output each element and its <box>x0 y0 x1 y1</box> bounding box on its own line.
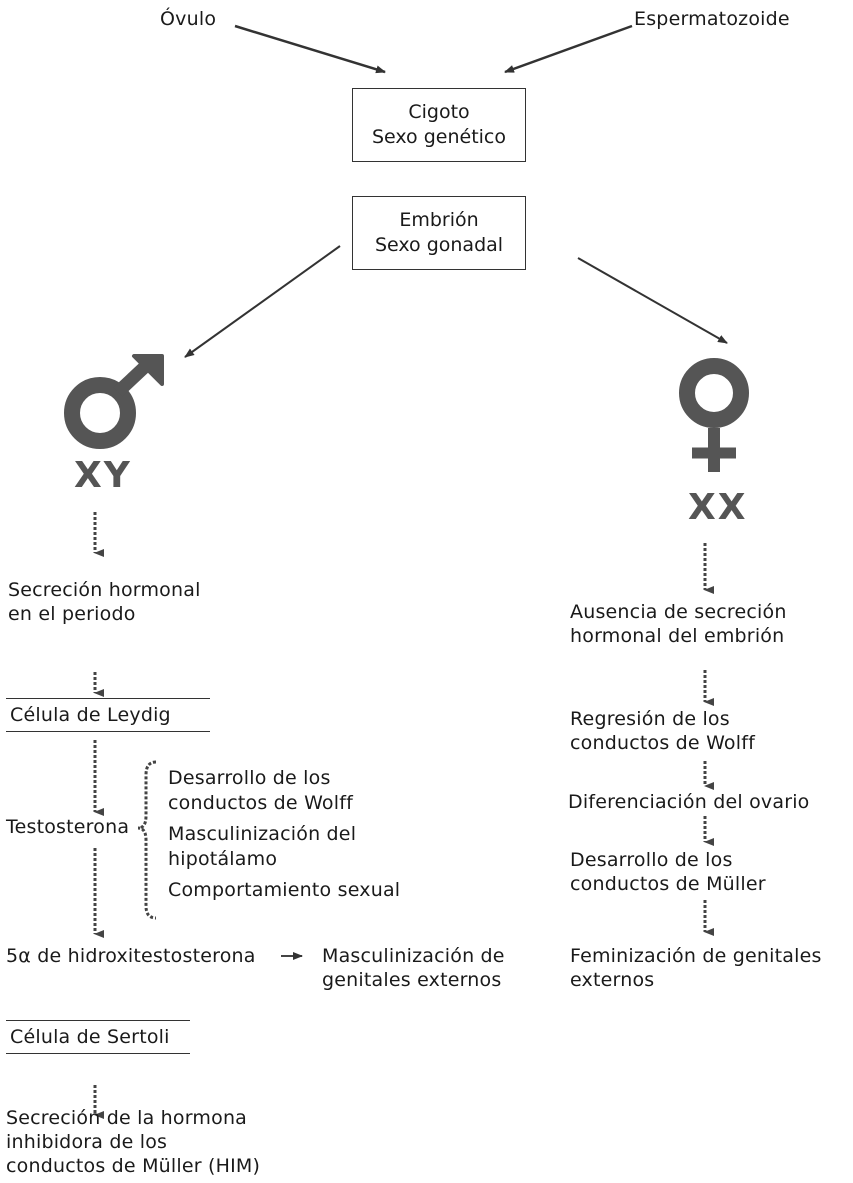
effect-desarrollo-wolff-2: conductos de Wolff <box>168 792 354 814</box>
muller-line-2: conductos de Müller <box>570 873 766 895</box>
xx-chromosomes-label: XX <box>688 487 748 528</box>
him-line-3: conductos de Müller (HIM) <box>6 1155 261 1177</box>
celula-leydig-label: Célula de Leydig <box>6 698 210 732</box>
arrow-embrion-to-female <box>577 257 728 344</box>
female-symbol-icon <box>679 358 749 472</box>
effect-masculinizacion-1: Masculinización del <box>168 823 357 845</box>
testosterona-effects-list: Desarrollo de los conductos de Wolff Mas… <box>168 766 400 903</box>
arrow-embrion-to-male <box>184 245 341 358</box>
masculinizacion-line-2: genitales externos <box>322 969 502 991</box>
cigoto-box: Cigoto Sexo genético <box>352 88 526 162</box>
espermatozoide-label: Espermatozoide <box>634 8 790 30</box>
embrion-box: Embrión Sexo gonadal <box>352 196 526 270</box>
him-line-1: Secreción de la hormona <box>6 1107 248 1129</box>
sexo-genetico-label: Sexo genético <box>371 126 507 148</box>
secrecion-hormonal-label: Secreción hormonal en el periodo <box>8 578 201 626</box>
desarrollo-muller-label: Desarrollo de los conductos de Müller <box>570 848 766 896</box>
ausencia-secrecion-label: Ausencia de secreción hormonal del embri… <box>570 600 787 648</box>
embrion-label: Embrión <box>399 209 479 231</box>
effect-masculinizacion-2: hipotálamo <box>168 848 278 870</box>
effect-desarrollo-wolff-1: Desarrollo de los <box>168 767 331 789</box>
celula-sertoli-label: Célula de Sertoli <box>6 1020 190 1054</box>
male-symbol-icon <box>64 354 164 449</box>
feminizacion-line-2: externos <box>570 969 655 991</box>
arrow-ovulo-to-cigoto <box>234 24 386 74</box>
ausencia-line-2: hormonal del embrión <box>570 625 785 647</box>
feminizacion-line-1: Feminización de genitales <box>570 945 822 967</box>
regresion-line-1: Regresión de los <box>570 708 730 730</box>
ovulo-label: Óvulo <box>160 8 217 30</box>
muller-line-1: Desarrollo de los <box>570 849 733 871</box>
xy-chromosomes-label: XY <box>74 455 132 496</box>
regresion-line-2: conductos de Wolff <box>570 732 756 754</box>
sexo-gonadal-label: Sexo gonadal <box>374 234 504 256</box>
diferenciacion-ovario-label: Diferenciación del ovario <box>568 791 810 813</box>
dht-label: 5α de hidroxitestosterona <box>6 945 256 967</box>
masculinizacion-line-1: Masculinización de <box>322 945 505 967</box>
secrecion-line-1: Secreción hormonal <box>8 579 201 601</box>
him-label: Secreción de la hormona inhibidora de lo… <box>6 1106 260 1178</box>
ausencia-line-1: Ausencia de secreción <box>570 601 787 623</box>
cigoto-label: Cigoto <box>408 101 470 123</box>
him-line-2: inhibidora de los <box>6 1131 168 1153</box>
testosterona-label: Testosterona <box>6 816 130 838</box>
feminizacion-genitales-label: Feminización de genitales externos <box>570 944 822 992</box>
effect-comportamiento: Comportamiento sexual <box>168 879 401 901</box>
masculinizacion-genitales-label: Masculinización de genitales externos <box>322 944 505 992</box>
effects-brace <box>137 760 157 920</box>
arrow-espermatozoide-to-cigoto <box>504 24 633 74</box>
regresion-wolff-label: Regresión de los conductos de Wolff <box>570 707 755 755</box>
secrecion-line-2: en el periodo <box>8 603 136 625</box>
